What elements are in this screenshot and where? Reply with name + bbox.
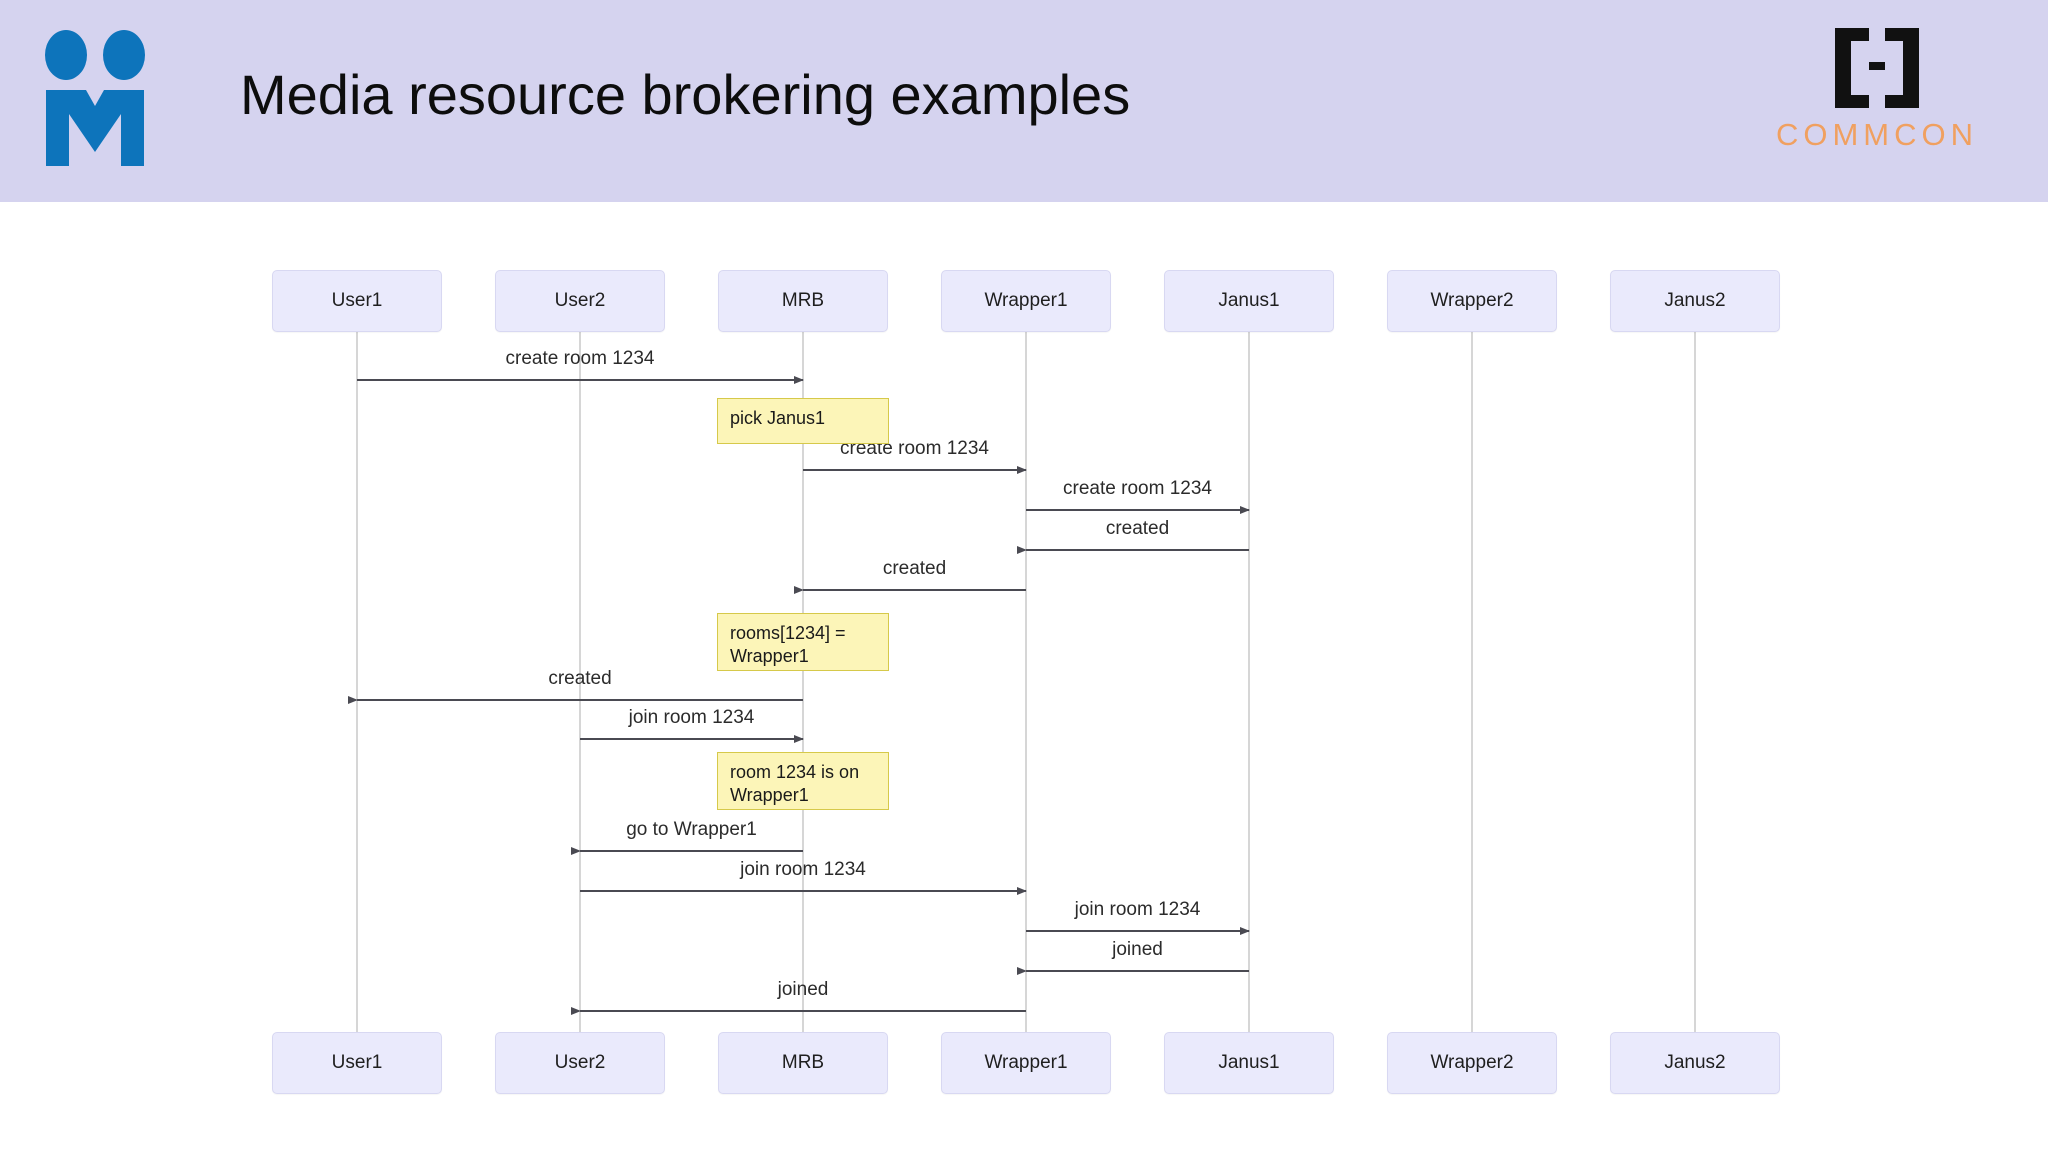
message-label: created [548, 668, 612, 689]
participant-mrb-bottom[interactable]: MRB [718, 1032, 888, 1094]
participant-label: Janus1 [1218, 290, 1280, 311]
participant-mrb-top[interactable]: MRB [718, 270, 888, 332]
message-label: join room 1234 [628, 707, 755, 728]
participant-label: MRB [781, 1052, 825, 1073]
participant-label: Janus2 [1664, 290, 1726, 311]
note-box[interactable]: pick Janus1 [717, 398, 889, 444]
commcon-wordmark: COMMCON [1775, 117, 1979, 152]
two-people-m-logo-icon [40, 28, 150, 168]
commcon-brand-logo: COMMCON [1752, 22, 2002, 167]
participant-user1-bottom[interactable]: User1 [272, 1032, 442, 1094]
participant-wrapper1-bottom[interactable]: Wrapper1 [941, 1032, 1111, 1094]
participant-wrapper2-top[interactable]: Wrapper2 [1387, 270, 1557, 332]
participant-label: Wrapper2 [1430, 1052, 1514, 1073]
message-label: joined [777, 979, 829, 1000]
participant-label: User1 [331, 290, 383, 311]
participant-label: User2 [554, 1052, 606, 1073]
participant-janus1-top[interactable]: Janus1 [1164, 270, 1334, 332]
participant-label: User2 [554, 290, 606, 311]
participant-label: User1 [331, 1052, 383, 1073]
slide-header: Media resource brokering examples COMMCO… [0, 0, 2048, 202]
participant-janus2-top[interactable]: Janus2 [1610, 270, 1780, 332]
message-label: create room 1234 [1063, 478, 1212, 499]
participant-user1-top[interactable]: User1 [272, 270, 442, 332]
participant-janus2-bottom[interactable]: Janus2 [1610, 1032, 1780, 1094]
participant-wrapper2-bottom[interactable]: Wrapper2 [1387, 1032, 1557, 1094]
participant-wrapper1-top[interactable]: Wrapper1 [941, 270, 1111, 332]
lifelines-group [356, 332, 1696, 1092]
participant-label: Wrapper2 [1430, 290, 1514, 311]
message-label: joined [1112, 939, 1163, 960]
participant-label: Janus2 [1664, 1052, 1726, 1073]
participant-user2-top[interactable]: User2 [495, 270, 665, 332]
message-arrows-group [348, 376, 1250, 1015]
participant-label: Wrapper1 [984, 290, 1068, 311]
participant-label: MRB [781, 290, 825, 311]
message-label: created [1105, 518, 1170, 539]
message-label: created [882, 558, 947, 579]
message-label: go to Wrapper1 [626, 819, 757, 840]
note-box[interactable]: rooms[1234] = Wrapper1 [717, 613, 889, 671]
commcon-bracket-mark-icon [1752, 22, 2002, 114]
message-label: join room 1234 [1074, 899, 1201, 920]
participant-label: Janus1 [1218, 1052, 1280, 1073]
message-label: join room 1234 [740, 859, 866, 880]
note-box[interactable]: room 1234 is on Wrapper1 [717, 752, 889, 810]
page-title: Media resource brokering examples [240, 63, 1131, 126]
participant-janus1-bottom[interactable]: Janus1 [1164, 1032, 1334, 1094]
participant-user2-bottom[interactable]: User2 [495, 1032, 665, 1094]
message-label: create room 1234 [505, 348, 655, 369]
participant-label: Wrapper1 [984, 1052, 1068, 1073]
